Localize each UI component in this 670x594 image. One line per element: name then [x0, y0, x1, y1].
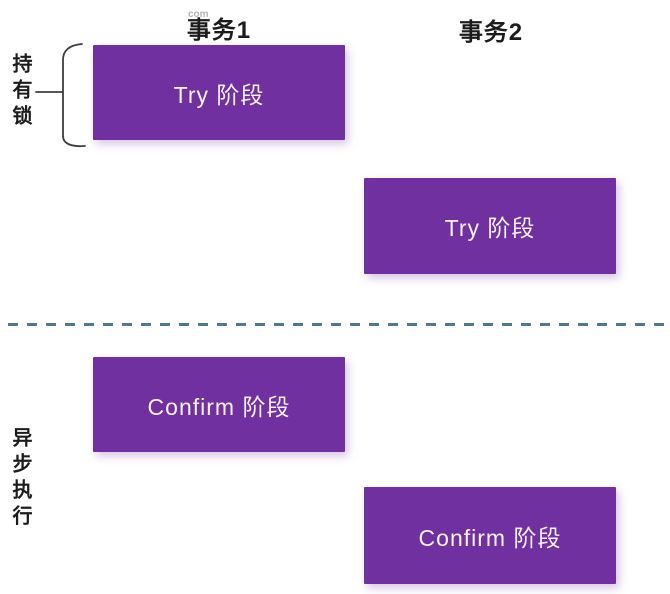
- phase-box-label: Confirm 阶段: [418, 524, 562, 551]
- phase-divider-dashed-line: [8, 323, 664, 326]
- phase-box-tx2-confirm: Confirm 阶段: [364, 487, 616, 584]
- column-header-transaction-1: 事务1: [186, 17, 252, 44]
- phase-box-label: Try 阶段: [173, 81, 265, 108]
- phase-box-tx1-confirm: Confirm 阶段: [93, 357, 345, 452]
- column-header-transaction-2: 事务2: [458, 19, 524, 46]
- lock-scope-brace-icon: [35, 43, 86, 148]
- watermark-text: com: [188, 9, 209, 20]
- side-label-holding-lock: 持有锁: [9, 53, 31, 131]
- side-label-async-execution: 异步执行: [9, 427, 31, 531]
- phase-box-tx2-try: Try 阶段: [364, 178, 616, 274]
- phase-box-label: Try 阶段: [444, 215, 536, 241]
- phase-box-tx1-try: Try 阶段: [93, 45, 345, 140]
- phase-box-label: Confirm 阶段: [147, 393, 291, 420]
